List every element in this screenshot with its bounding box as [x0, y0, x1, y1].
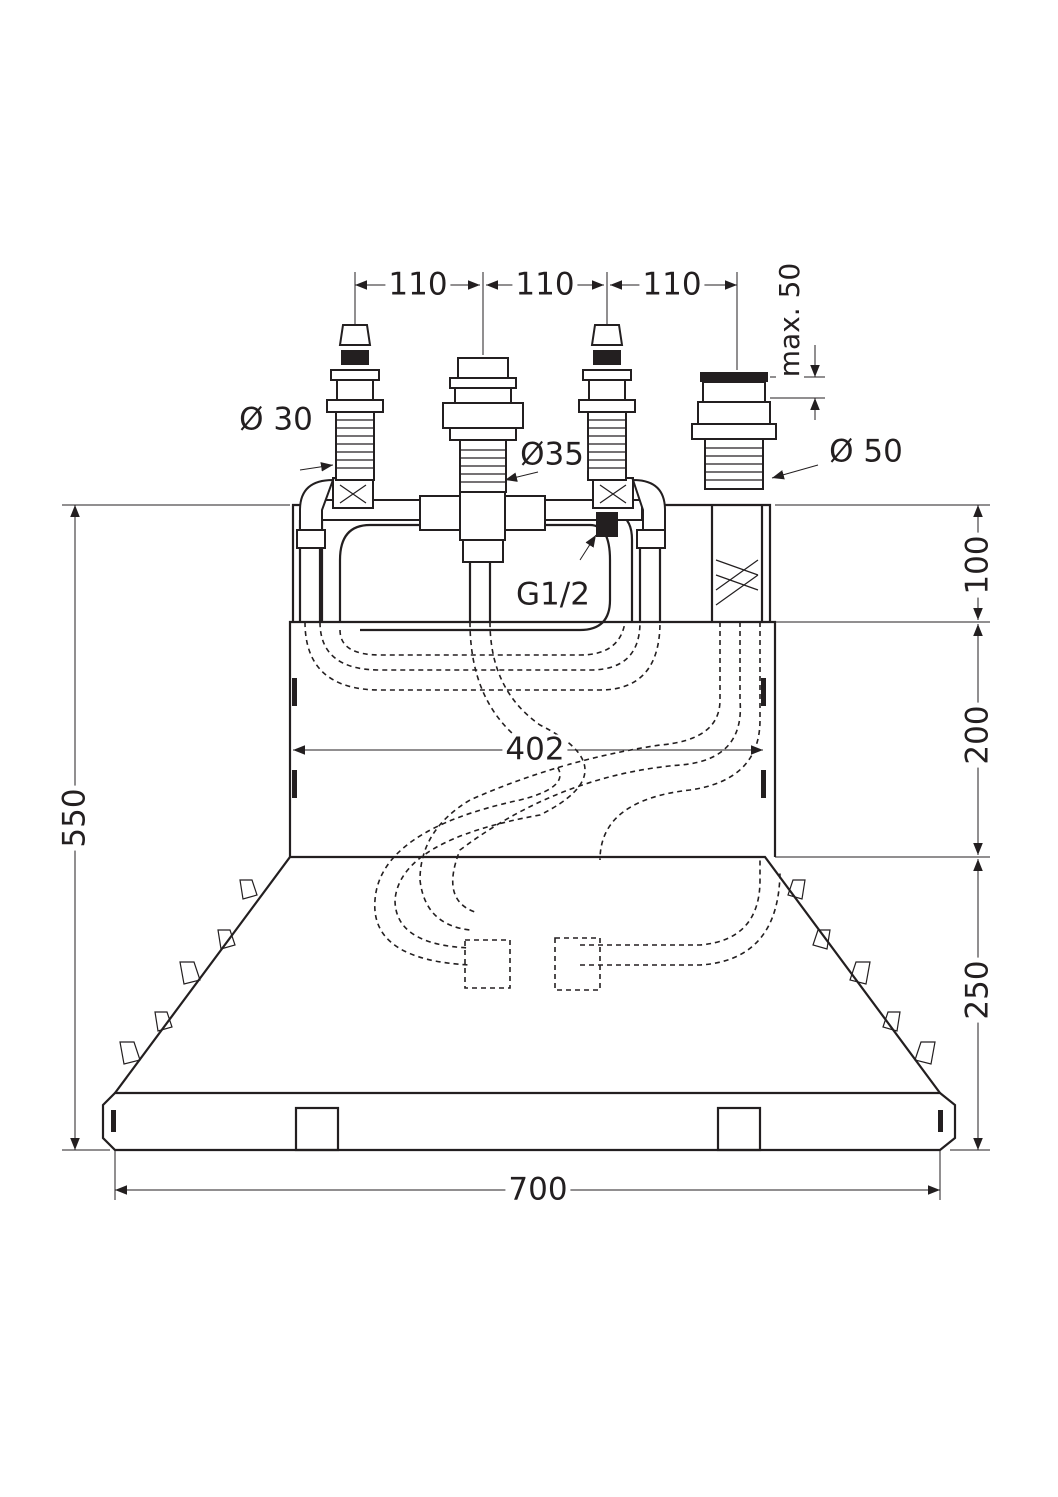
thread-label: G1/2 [513, 579, 593, 611]
max-label: max. 50 [773, 259, 806, 381]
spacing-label-3: 110 [639, 269, 705, 301]
height-total-label: 550 [57, 785, 93, 851]
manifold [296, 477, 666, 563]
diverter [691, 372, 777, 490]
center-spout [442, 357, 524, 493]
left-valve [326, 324, 384, 481]
base-width-label: 700 [505, 1174, 571, 1206]
inner-width-label: 402 [502, 734, 568, 766]
diameter-30-label: Ø 30 [236, 404, 316, 436]
height-middle-label: 200 [960, 702, 996, 768]
height-lower-label: 250 [960, 957, 996, 1023]
spacing-label-2: 110 [512, 269, 578, 301]
diameter-50-label: Ø 50 [826, 436, 906, 468]
valve-stems [326, 324, 777, 493]
spacing-label-1: 110 [385, 269, 451, 301]
right-valve [578, 324, 636, 481]
diameter-35-label: Ø35 [517, 439, 587, 471]
height-upper-label: 100 [960, 532, 996, 598]
hidden-hoses [304, 621, 781, 991]
